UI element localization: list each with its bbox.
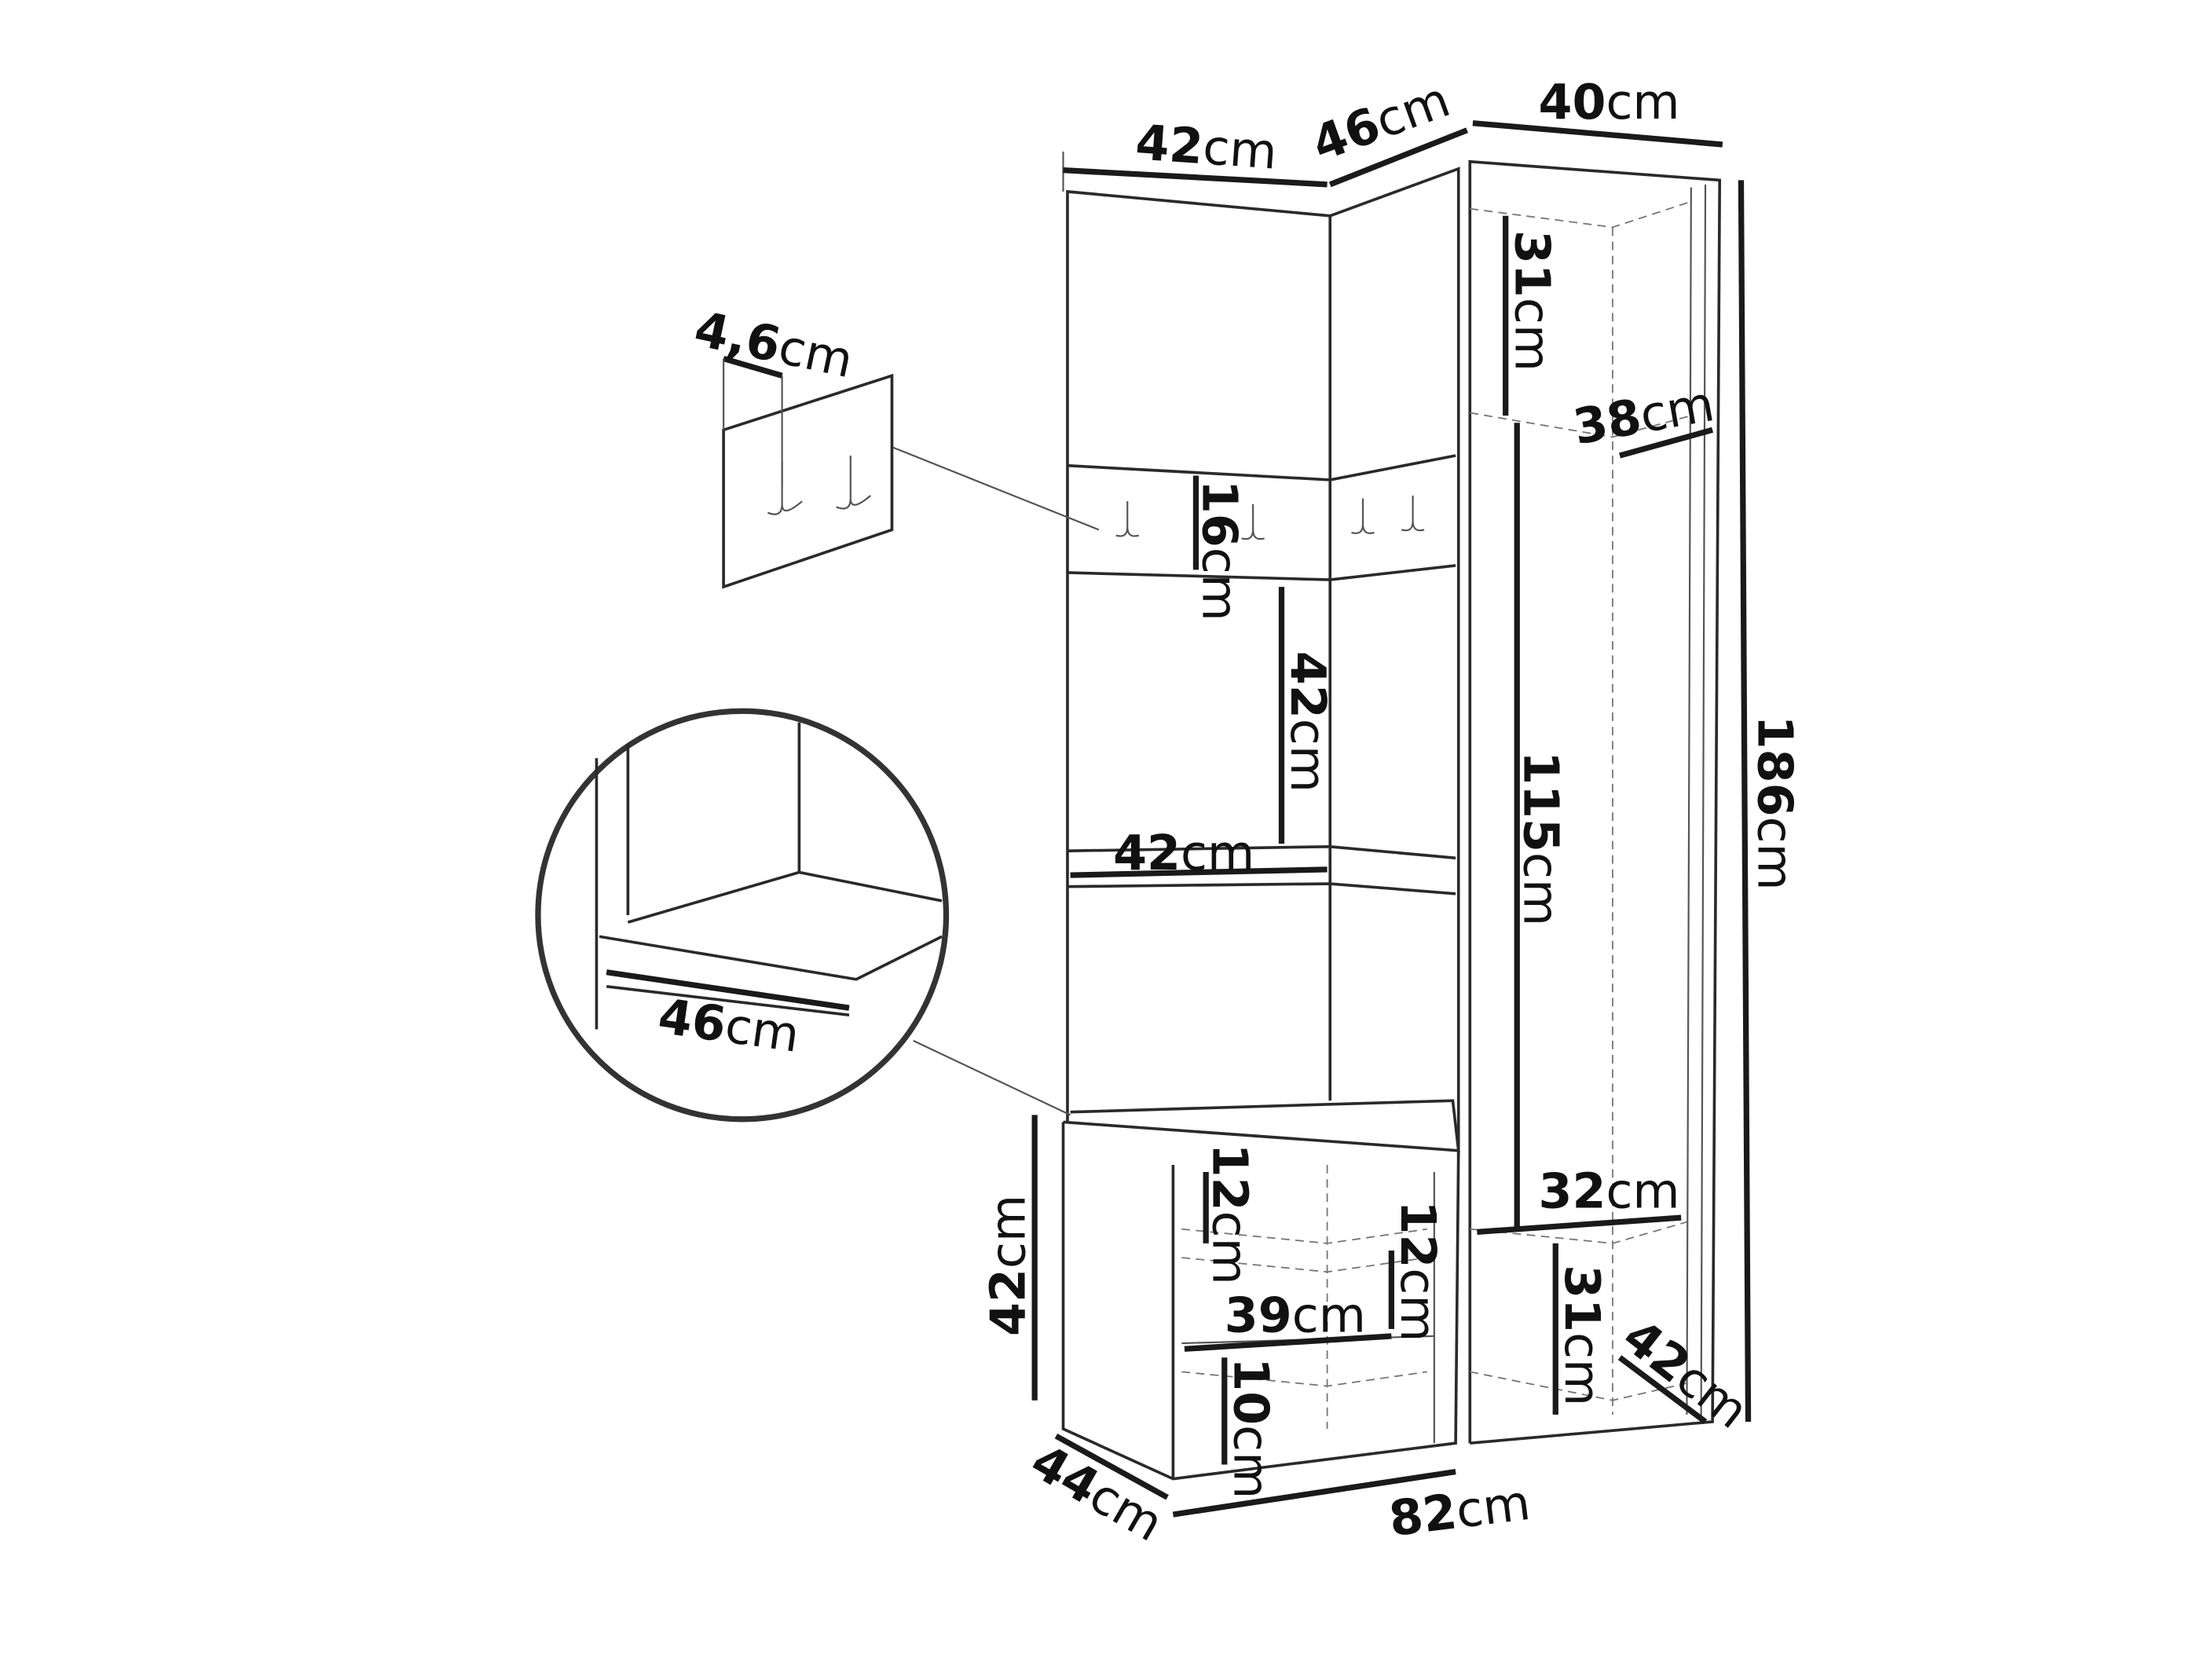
dim-label-bench-top-compartment: 12cm bbox=[1201, 1144, 1258, 1285]
dim-label-bench-bottom-compartment: 10cm bbox=[1223, 1357, 1280, 1499]
dim-label-shelf-width: 42cm bbox=[1113, 825, 1254, 881]
dim-label-lower-compartment-height: 31cm bbox=[1554, 1265, 1610, 1406]
dim-label-top-right-width: 40cm bbox=[1538, 74, 1679, 130]
hook-icon bbox=[836, 456, 871, 510]
dim-label-seat-depth-detail: 46cm bbox=[655, 988, 803, 1064]
dim-label-lower-shelf-width: 32cm bbox=[1538, 1163, 1679, 1219]
hook-icon bbox=[1351, 498, 1375, 534]
dim-label-rail-width: 38cm bbox=[1569, 375, 1719, 456]
hook-icon bbox=[1241, 504, 1265, 540]
hook-icon bbox=[1115, 501, 1140, 537]
dim-label-total-height: 186cm bbox=[1746, 716, 1803, 891]
hook-icon bbox=[1401, 495, 1425, 532]
hook-icon bbox=[767, 461, 803, 515]
dim-label-bench-shelf-width: 39cm bbox=[1225, 1287, 1366, 1344]
dim-label-right-depth: 42cm bbox=[1613, 1308, 1759, 1440]
dim-label-upper-shelf-height: 31cm bbox=[1503, 230, 1560, 372]
dim-label-top-left-width: 42cm bbox=[1133, 114, 1279, 180]
dimension-lines bbox=[892, 120, 1752, 1518]
dim-label-bench-depth: 44cm bbox=[1022, 1433, 1173, 1552]
seat-detail-magnifier bbox=[535, 708, 950, 1122]
dim-label-hanging-height: 115cm bbox=[1512, 751, 1569, 926]
dim-label-hook-panel-height: 16cm bbox=[1192, 480, 1248, 621]
dim-label-bench-height: 42cm bbox=[980, 1195, 1036, 1336]
dim-label-bench-right-compartment: 12cm bbox=[1390, 1200, 1446, 1342]
dim-label-niche-height: 42cm bbox=[1280, 651, 1336, 793]
dim-label-bench-width: 82cm bbox=[1386, 1474, 1533, 1547]
hook-panel-detail bbox=[722, 355, 894, 589]
dim-label-top-corner-width: 46cm bbox=[1305, 71, 1457, 173]
